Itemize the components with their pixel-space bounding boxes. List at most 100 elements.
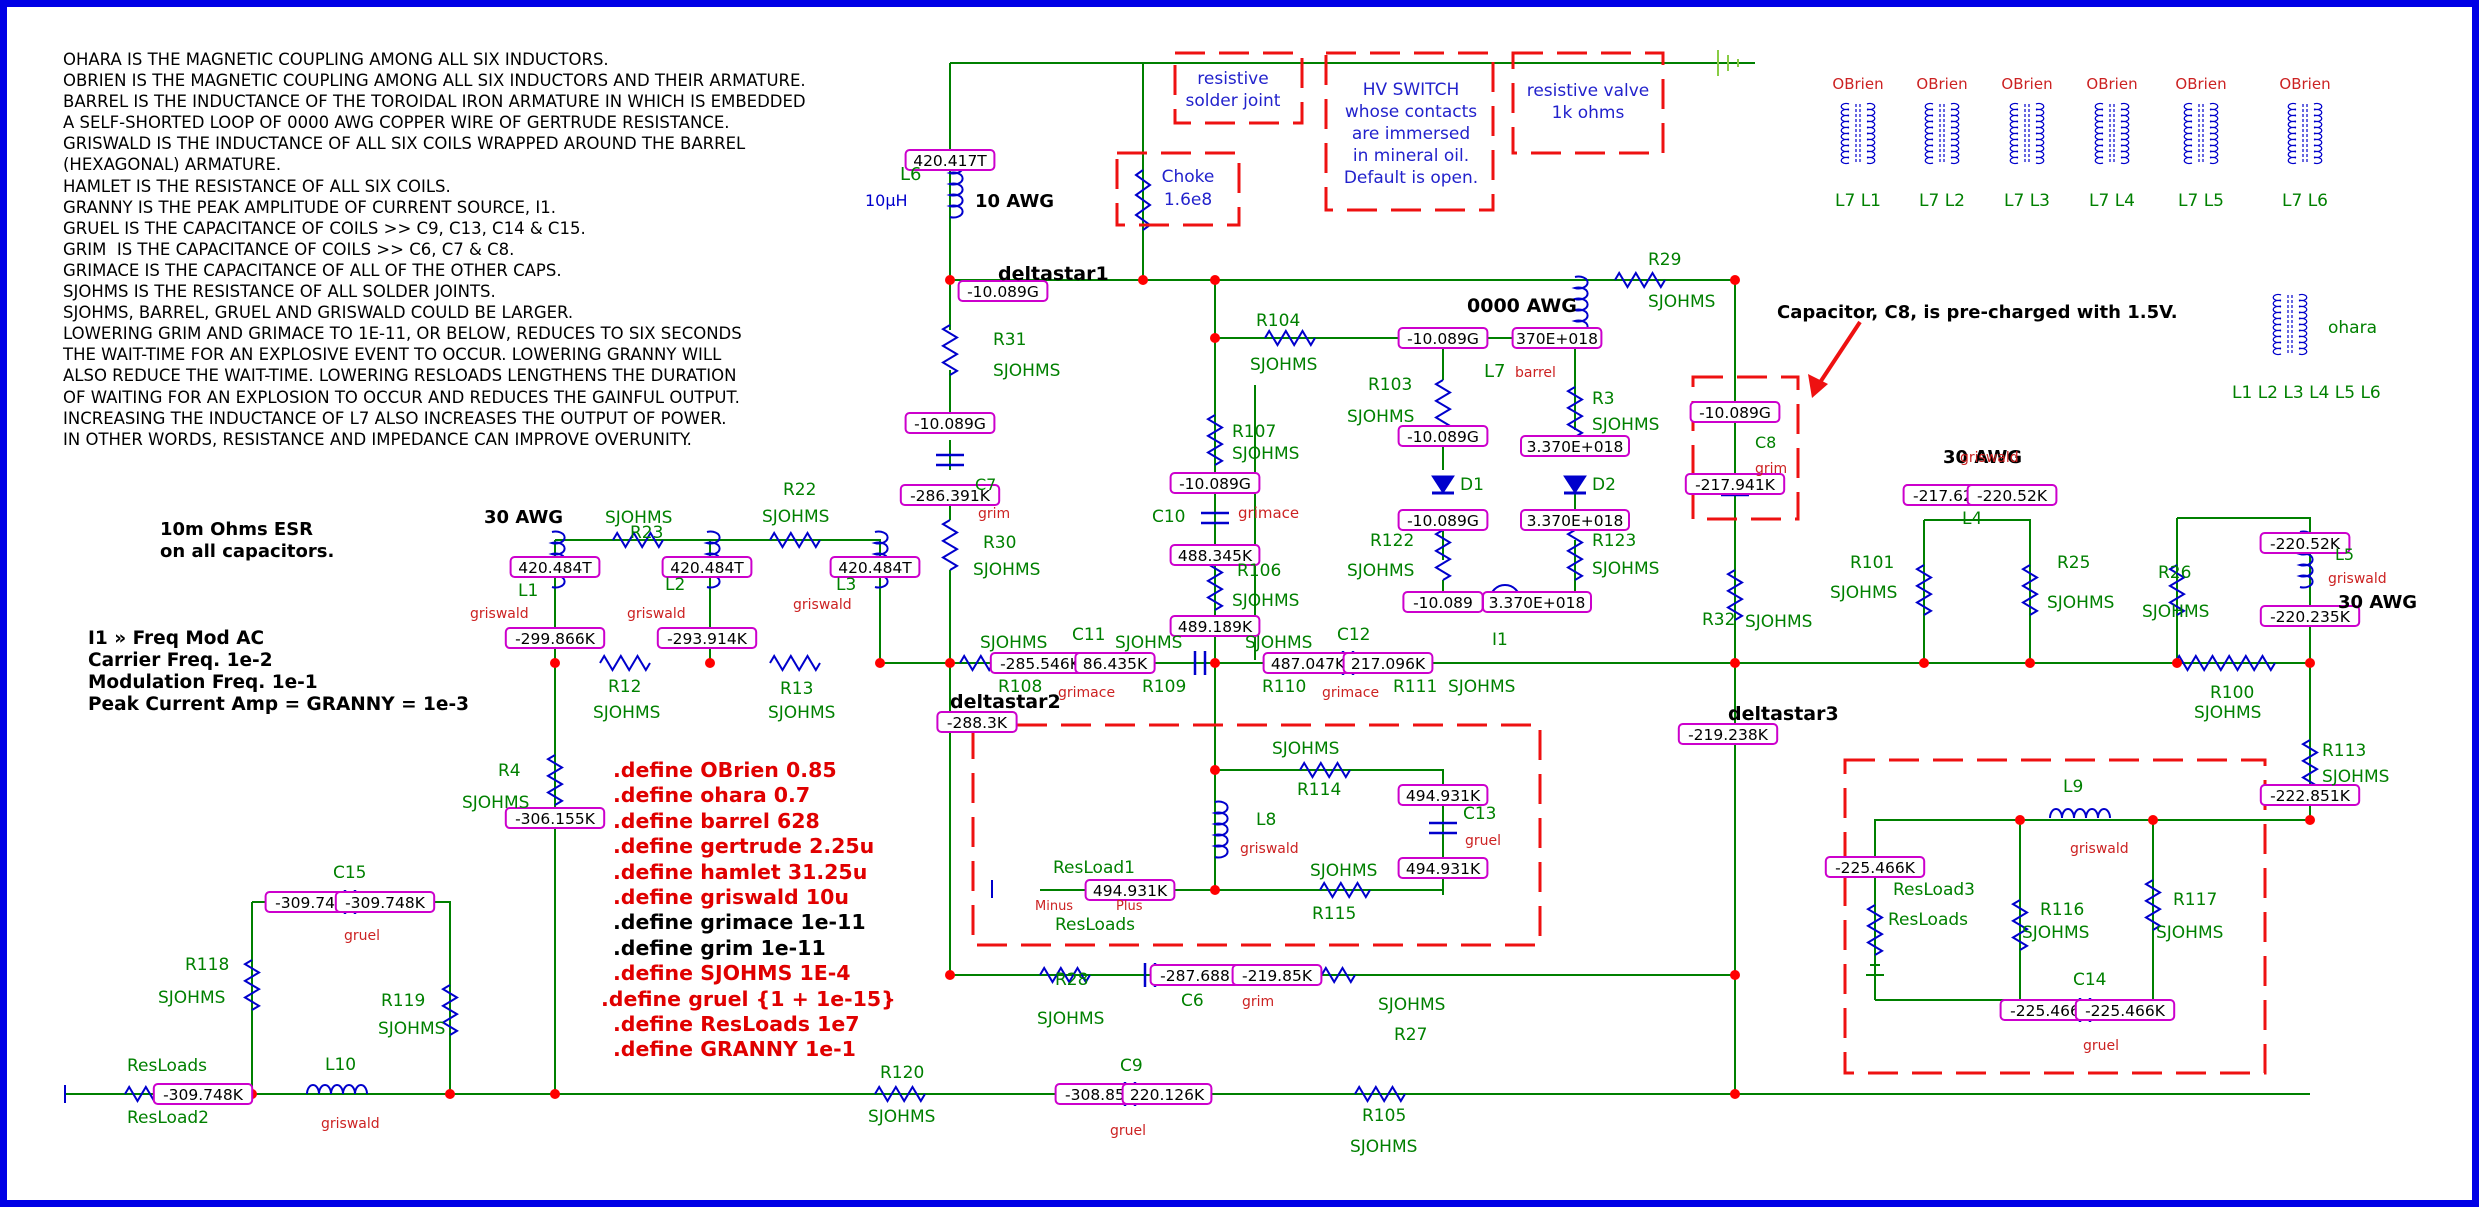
component-label: R106 [1237,561,1281,581]
component-label: SJOHMS [1232,444,1299,464]
coupling-name: OBrien [1832,75,1883,93]
esr-note-line: on all capacitors. [160,541,335,562]
wire [1924,519,2031,663]
component-label: gruel [2083,1038,2119,1054]
note-line: OF WAITING FOR AN EXPLOSION TO OCCUR AND… [63,387,740,407]
component-label: R116 [2040,900,2084,920]
component-label: 30 AWG [2338,592,2417,613]
box-text: whose contacts [1345,102,1477,122]
component-label: C11 [1072,625,1106,645]
component-label: R32 [1702,610,1735,630]
component-label: ResLoad2 [127,1108,209,1128]
probe-frame [829,556,921,578]
define-line: .define SJOHMS 1E-4 [613,961,851,986]
probe-frame [899,484,1001,506]
coupling-symbol [2287,102,2323,165]
probe-frame [661,556,753,578]
component-label: D1 [1460,475,1484,495]
component-label: C14 [2073,970,2107,990]
resistor [1299,761,1351,779]
probe-value: 489.189K [1178,618,1253,636]
component-label: R23 [630,523,663,543]
probe-value: -220.52K [1977,487,2048,505]
esr-note-line: 10m Ohms ESR [160,519,314,540]
note-line: OHARA IS THE MAGNETIC COUPLING AMONG ALL… [63,50,609,69]
probe-frame [936,711,1018,733]
component-label: R104 [1256,311,1300,331]
junction-node [2025,658,2035,668]
probe-frame [1074,652,1156,674]
note-line: THE WAIT-TIME FOR AN EXPLOSIVE EVENT TO … [63,345,722,365]
component-label: griswald [321,1116,380,1132]
probe-value: -299.866K [515,630,596,648]
component-label: R117 [2173,890,2217,910]
component-label: griswald [2328,571,2387,587]
voltage-probe: -306.155K [504,807,606,829]
component-label: L10 [325,1055,356,1075]
voltage-probe: -10.089G [1169,472,1261,494]
component-label: L4 [1962,509,1982,529]
probe-value: -287.688 [1160,967,1230,985]
probe-value: -217.62K [1913,487,1984,505]
junction-node [1730,970,1740,980]
define-line: .define ohara 0.7 [613,783,811,808]
probe-value: -219.85K [1242,967,1313,985]
define-line: .define grim 1e-11 [613,935,826,960]
voltage-probe: -10.089G [1397,425,1489,447]
probe-value: 3.370E+018 [1527,512,1624,530]
junction-node [1730,1089,1740,1099]
voltage-probe: -220.52K [2259,532,2351,554]
coupling-name: OBrien [1916,75,1967,93]
note-line: BARREL IS THE INDUCTANCE OF THE TOROIDAL… [63,92,806,112]
component-label: ResLoads [1888,910,1968,930]
component-label: ResLoad3 [1893,880,1975,900]
component-label: grimace [1238,504,1299,522]
probe-value: 86.435K [1083,655,1148,673]
resistor [874,1085,926,1103]
component-label: SJOHMS [768,703,835,723]
valve-box [1511,51,1665,155]
junction-node [1730,658,1740,668]
resistor [2021,564,2039,616]
component-label: L6 [900,164,921,185]
component-label: D2 [1592,475,1616,495]
component-label: Minus [1035,899,1073,914]
component-label: SJOHMS [1448,677,1515,697]
component-label: R30 [983,533,1016,553]
component-label: R12 [608,677,641,697]
component-label: C6 [1181,991,1204,1011]
component-label: R3 [1592,389,1615,409]
define-line: .define OBrien 0.85 [613,758,837,782]
component-label: R120 [880,1063,924,1083]
resistor [243,959,261,1011]
component-label: R113 [2322,741,2366,761]
notes-block: OHARA IS THE MAGNETIC COUPLING AMONG ALL… [63,49,806,450]
probe-value: 487.047K [1271,655,1346,673]
component-label: R111 [1393,677,1437,697]
probe-frame [1169,544,1261,566]
probe-value: -309.748 [275,894,345,912]
component-label: L3 [836,575,856,595]
component-label: SJOHMS [993,361,1060,381]
ground-symbol [1866,964,1884,976]
capacitor [1429,821,1457,835]
probe-value: -220.52K [2270,535,2341,553]
component-label: ResLoads [127,1056,207,1076]
probe-frame [334,891,436,913]
component-label: R28 [1055,970,1088,990]
junction-node [2305,658,2315,668]
coupling-pair: L7 L1 [1835,191,1881,211]
voltage-probe: -293.914K [656,627,758,649]
coupling-core [2109,104,2115,164]
probe-frame [1169,472,1261,494]
component-label: SJOHMS [2156,923,2223,943]
voltage-probe: -288.3K [936,711,1018,733]
resistor [612,531,664,549]
junction-node [2305,815,2315,825]
junction-node [2172,658,2182,668]
voltage-probe: 3.370E+018 [1520,509,1630,531]
component-label: deltastar2 [950,691,1061,713]
box-text: HV SWITCH [1363,80,1459,100]
voltage-probe: -220.235K [2259,605,2361,627]
